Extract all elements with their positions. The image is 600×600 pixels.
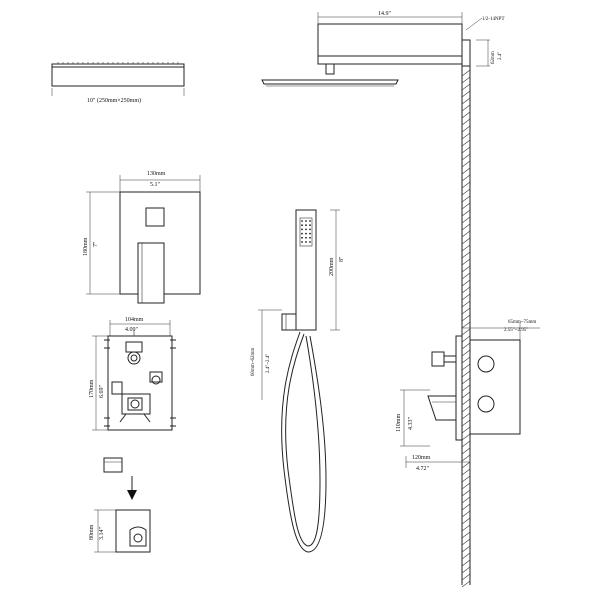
- shower-arm-side-view: 14.9" 1/2-14NPT 62mm 2.4": [261, 11, 505, 87]
- wall-section: [461, 66, 471, 588]
- svg-text:2.4"~2.4": 2.4"~2.4": [266, 354, 271, 373]
- hose-range-mm: 60mm~62mm: [251, 348, 256, 376]
- side-height-mm: 110mm: [396, 414, 402, 432]
- svg-text:62mm: 62mm: [491, 51, 496, 64]
- showerhead-size-mm: (250mm×250mm): [97, 97, 141, 104]
- svg-text:10" (250mm×250mm): 10" (250mm×250mm): [87, 97, 141, 104]
- svg-text:110mm: 110mm: [396, 414, 402, 432]
- mixer-valve-side-view: 65mm~75mm 2.55"~2.95" 110mm 4.33" 120mm …: [396, 320, 540, 472]
- handle-reach-inches: 4.72": [416, 466, 430, 472]
- plate-width-mm: 130mm: [147, 171, 166, 177]
- thread-size-label: 1/2-14NPT: [482, 17, 505, 22]
- rain-shower-head-front-view: 10" (250mm×250mm): [51, 62, 185, 104]
- plate-height-inches: 7": [93, 241, 99, 247]
- valve-height-inches: 6.69": [99, 385, 105, 399]
- depth-range-mm: 65mm~75mm: [508, 320, 536, 325]
- svg-text:170mm: 170mm: [89, 379, 95, 398]
- valve-width-inches: 4.09": [125, 327, 139, 333]
- hose-range-inches: 2.4"~2.4": [266, 354, 271, 373]
- svg-text:80mm: 80mm: [89, 524, 95, 540]
- holder-height-inches: 3.14": [99, 527, 105, 541]
- svg-text:6.69": 6.69": [99, 385, 105, 399]
- svg-text:200mm: 200mm: [329, 257, 335, 276]
- handshower-length-mm: 200mm: [329, 257, 335, 276]
- hand-shower-with-hose: 200mm 8" 60mm~62mm 2.4"~2.4": [251, 209, 345, 553]
- arm-height-mm: 62mm: [491, 51, 496, 64]
- trim-plate-front-view: 130mm 5.1" 180mm 7": [83, 171, 201, 304]
- svg-text:2.4": 2.4": [498, 52, 503, 60]
- holder-install-diagram: 80mm 3.14": [89, 457, 151, 553]
- svg-text:4.33": 4.33": [408, 417, 414, 431]
- showerhead-width-inches: 10": [87, 98, 96, 104]
- depth-range-inches: 2.55"~2.95": [504, 328, 528, 333]
- handle-reach-mm: 120mm: [412, 455, 431, 461]
- handshower-length-inches: 8": [339, 256, 345, 262]
- svg-text:8": 8": [339, 256, 345, 262]
- valve-width-mm: 104mm: [125, 317, 144, 323]
- side-height-inches: 4.33": [408, 417, 414, 431]
- arm-length-label: 14.9": [378, 11, 392, 17]
- rough-in-valve-body: 104mm 4.09" 170mm 6.69": [89, 317, 176, 431]
- svg-text:3.14": 3.14": [99, 527, 105, 541]
- plate-height-mm: 180mm: [83, 237, 89, 256]
- svg-text:60mm~62mm: 60mm~62mm: [251, 348, 256, 376]
- svg-text:180mm: 180mm: [83, 237, 89, 256]
- arm-height-inches: 2.4": [498, 52, 503, 60]
- holder-height-mm: 80mm: [89, 524, 95, 540]
- valve-height-mm: 170mm: [89, 379, 95, 398]
- svg-text:7": 7": [93, 241, 99, 247]
- plate-width-inches: 5.1": [150, 182, 161, 188]
- down-arrow-icon: [127, 490, 137, 500]
